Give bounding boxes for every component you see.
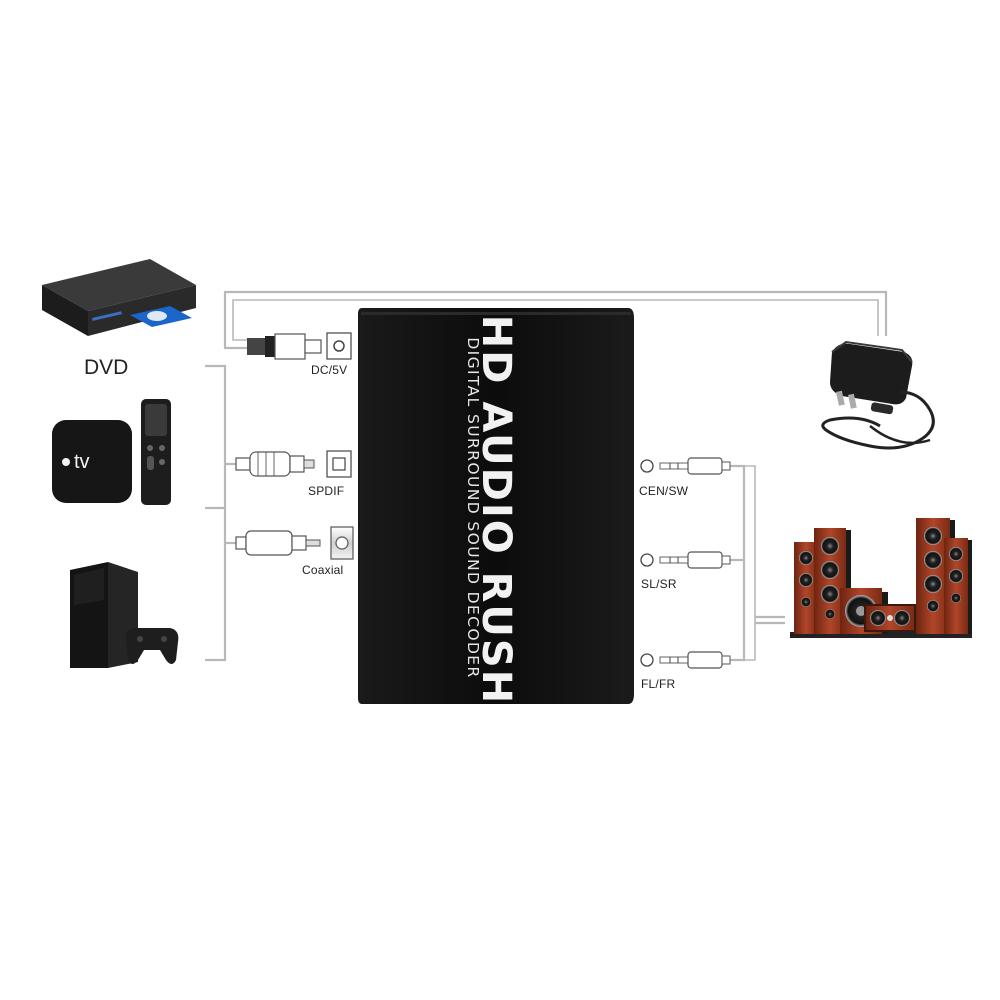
speaker-system	[790, 518, 972, 638]
port-label-coaxial: Coaxial	[302, 563, 344, 577]
dc-plug	[247, 332, 352, 360]
output-wire-right	[744, 465, 756, 661]
speaker-wire	[755, 615, 785, 625]
spdif-plug	[235, 450, 352, 478]
power-wire	[223, 290, 888, 350]
wires	[205, 290, 888, 662]
input-bracket	[205, 364, 227, 662]
apple-logo-icon	[62, 458, 70, 466]
speaker-center	[864, 604, 916, 632]
output-wire-cen	[728, 464, 746, 662]
jack-sl-sr	[640, 551, 731, 569]
port-label-sl-sr: SL/SR	[641, 577, 677, 591]
jack-fl-fr	[640, 651, 731, 669]
output-jacks	[640, 457, 731, 669]
apple-tv-label: tv	[74, 451, 90, 473]
port-label-fl-fr: FL/FR	[641, 677, 676, 691]
jack-cen-sw	[640, 457, 731, 475]
gamepad-icon	[125, 628, 179, 664]
dvd-player	[42, 259, 196, 336]
power-adapter	[821, 340, 935, 450]
port-label-cen-sw: CEN/SW	[639, 484, 689, 498]
apple-tv	[52, 399, 171, 505]
speaker-right-small	[944, 538, 972, 634]
decoder-subtitle: DIGITAL SURROUND SOUND DECODER	[464, 337, 482, 679]
playstation	[70, 562, 179, 668]
decoder-box	[358, 308, 634, 704]
dvd-label: DVD	[84, 356, 129, 379]
power-wire-inner	[232, 299, 879, 341]
port-label-dc: DC/5V	[311, 363, 348, 377]
coaxial-plug	[235, 526, 354, 560]
port-label-spdif: SPDIF	[308, 484, 345, 498]
